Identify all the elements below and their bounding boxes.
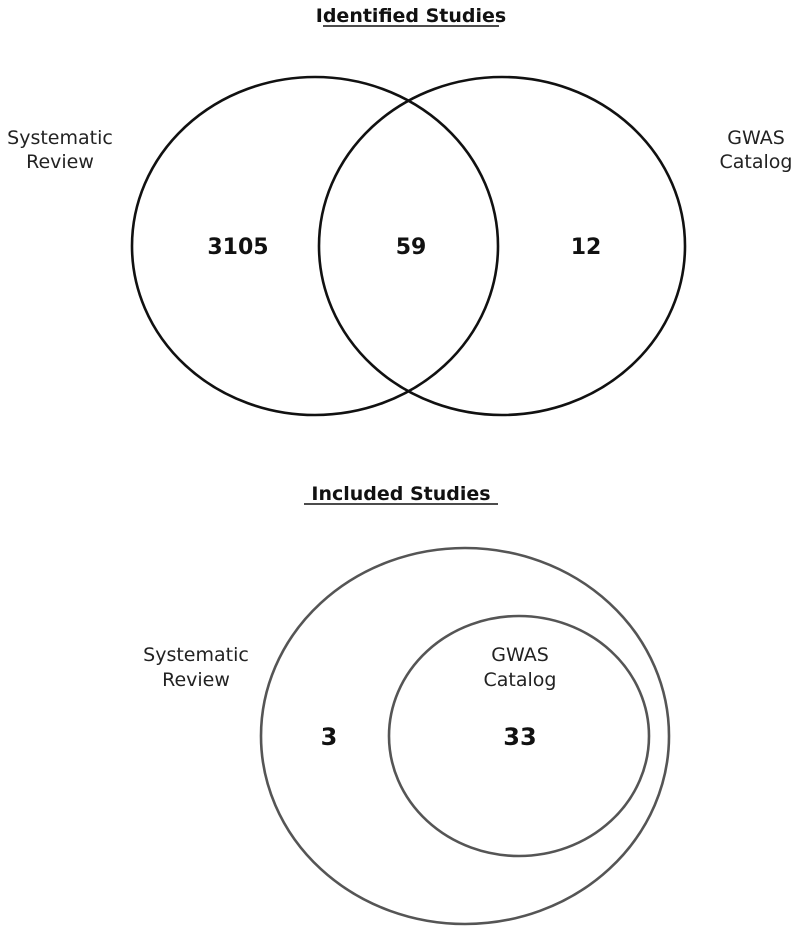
included-systematic-review-label-line2: Review (162, 669, 230, 691)
gwas-catalog-label-line1: GWAS (727, 127, 785, 149)
gwas-catalog-circle (317, 75, 687, 417)
systematic-review-circle (130, 75, 500, 417)
included-gwas-catalog-count: 33 (503, 723, 536, 751)
systematic-review-only-count: 3105 (207, 235, 268, 260)
included-studies-title: Included Studies (311, 483, 490, 505)
identified-studies-panel: Identified Studies Systematic Review GWA… (7, 5, 793, 417)
identified-studies-title: Identified Studies (316, 5, 506, 27)
included-systematic-review-label-line1: Systematic (143, 644, 249, 666)
included-gwas-catalog-label-line1: GWAS (491, 644, 549, 666)
included-systematic-review-only-count: 3 (321, 723, 338, 751)
included-gwas-catalog-label-line2: Catalog (484, 669, 557, 691)
gwas-catalog-only-count: 12 (571, 235, 602, 260)
included-studies-panel: Included Studies Systematic Review GWAS … (143, 483, 671, 926)
gwas-catalog-inner-circle (387, 614, 651, 858)
systematic-review-label-line1: Systematic (7, 127, 113, 149)
systematic-review-label-line2: Review (26, 151, 94, 173)
systematic-review-outer-circle (259, 546, 671, 926)
gwas-catalog-label-line2: Catalog (720, 151, 793, 173)
overlap-count: 59 (396, 235, 427, 260)
